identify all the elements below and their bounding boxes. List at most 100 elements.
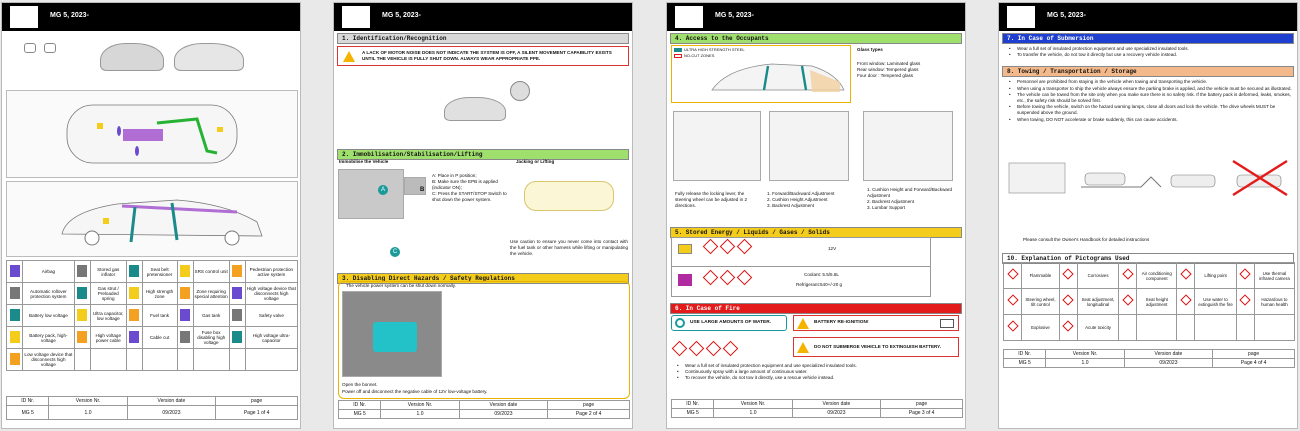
- legend-swatch-icon: [9, 309, 20, 321]
- seat2-item-3-text: Lumbar Support: [872, 205, 906, 210]
- legend-label: High voltage device that disconnects hig…: [244, 282, 299, 305]
- pictogram-icon: [1235, 314, 1255, 341]
- footer-page: Page 2 of 4: [547, 409, 630, 419]
- hazard-pictograms-row2: [702, 269, 753, 290]
- legend-swatch-icon: [9, 331, 20, 343]
- footer-page: Page 1 of 4: [215, 405, 298, 420]
- refrigerant-value: Refrigerant:540+/-20 g: [796, 282, 843, 287]
- legend-label: Fuse box disabling high voltage: [192, 326, 230, 349]
- disconnect-battery: Power off and disconnect the negative ca…: [342, 389, 488, 394]
- footer-h-page: page: [880, 399, 963, 409]
- legend-symbol-icon: [6, 260, 23, 283]
- legend-label: High voltage ultra-capacitor: [244, 326, 299, 349]
- nocut-label: NO-CUT ZONES: [684, 53, 715, 58]
- page-header: MG 5, 2023-: [667, 3, 965, 31]
- legend-symbol-icon: [73, 282, 91, 305]
- footer-version: 1.0: [713, 408, 793, 418]
- water-spray-icon: [675, 318, 685, 328]
- console-photo: [338, 169, 404, 219]
- water-text: USE LARGE AMOUNTS OF WATER.: [690, 320, 772, 325]
- label-c: C: [390, 247, 400, 257]
- legend-label: Stored gas inflator: [89, 260, 127, 283]
- pictogram-icon: [1176, 288, 1196, 315]
- towing-diagrams: [1008, 159, 1288, 197]
- battery-lv-icon: [678, 244, 692, 254]
- section-6-title: 6. In Case of Fire: [670, 303, 962, 314]
- jacking-diagram: [524, 181, 614, 211]
- glass-list: Front window: Laminated glass Rear windo…: [857, 61, 920, 79]
- legend-symbol-icon: [228, 348, 246, 371]
- legend-label: Zone requiring special attention: [192, 282, 230, 305]
- footer-id: MG 5: [5, 405, 50, 420]
- pictogram-icon: [1118, 314, 1138, 341]
- immobilise-heading: Immobilise the Vehicle: [339, 159, 389, 164]
- warning-text: A LACK OF MOTOR NOISE DOES NOT INDICATE …: [362, 50, 612, 61]
- toxicity-icon: [736, 269, 753, 286]
- nocut-swatch: [674, 54, 682, 58]
- pictogram-label: [1194, 314, 1237, 341]
- logo: [342, 6, 370, 28]
- pictogram-icon: [1118, 262, 1138, 289]
- legend-swatch-icon: [129, 287, 140, 299]
- pictogram-label: Acute toxicity: [1076, 314, 1120, 341]
- side-view-diagram: [6, 181, 298, 257]
- pictogram-label: Corrosives: [1076, 262, 1120, 289]
- pictogram-icon: [1058, 314, 1078, 341]
- legend-symbol-icon: [73, 304, 91, 327]
- seat-adjust-diagram-2: [863, 111, 953, 181]
- legend-label: SRS control unit: [192, 260, 230, 283]
- warning-triangle-icon: [797, 342, 809, 353]
- legend-label: Pedestrian protection active system: [244, 260, 299, 283]
- legend-symbol-icon: [6, 326, 23, 349]
- legend-label: High voltage power cable: [89, 326, 127, 349]
- legend-symbol-icon: [6, 304, 23, 327]
- legend-swatch-icon: [232, 309, 243, 321]
- legend-symbol-icon: [228, 260, 246, 283]
- footer-date: 09/2023: [126, 405, 217, 420]
- footer-id: MG 5: [670, 408, 715, 418]
- legend-swatch-icon: [9, 287, 20, 299]
- immobilise-steps: A: Place in P position; B: Make sure the…: [432, 173, 512, 203]
- footer-h-date: Version date: [1123, 349, 1214, 359]
- legend-symbol-icon: [125, 260, 143, 283]
- seat1-item-1-text: Forward/Backward Adjustment: [772, 191, 835, 196]
- footer-h-version: Version Nr.: [380, 400, 460, 410]
- section-1-title: 1. Identification/Recognition: [337, 33, 629, 44]
- pictogram-label: Explosive: [1021, 314, 1060, 341]
- footer-h-version: Version Nr.: [48, 396, 128, 406]
- seat1-item-1: 1. Forward/Backward Adjustment: [767, 191, 835, 196]
- logo: [10, 6, 38, 28]
- pictogram-icon: [1058, 288, 1078, 315]
- legend-label: Cable cut: [141, 326, 178, 349]
- section-4-title: 4. Access to the Occupants: [670, 33, 962, 44]
- legend-label: Ultra capacitor, low voltage: [89, 304, 127, 327]
- footer-h-page: page: [547, 400, 630, 410]
- legend-label: Airbag: [22, 260, 75, 283]
- hazard-diamond-icon: [1180, 267, 1192, 280]
- legend-swatch-icon: [9, 265, 20, 277]
- legend-symbol-icon: [125, 348, 143, 371]
- consult-handbook: Please consult the Owner's Handbook for …: [1023, 237, 1150, 242]
- pictogram-label: Use water to extinguish the fire: [1194, 288, 1237, 315]
- pictogram-icon: [1058, 262, 1078, 289]
- hazard-diamond-icon: [1006, 293, 1019, 306]
- hazard-diamond-icon: [1062, 319, 1075, 332]
- seat1-item-2: 2. Cushion Height Adjustment: [767, 197, 828, 202]
- pictogram-label: Lifting point: [1194, 262, 1237, 289]
- battery-highlight: [373, 322, 417, 352]
- flammable-icon: [702, 269, 719, 286]
- flammable-icon: [702, 238, 719, 255]
- seat1-item-2-text: Cushion Height Adjustment: [772, 197, 828, 202]
- seat-adjust-diagram-1: [769, 111, 849, 181]
- footer-h-date: Version date: [458, 400, 549, 410]
- legend-label: Automatic rollover protection system: [22, 282, 75, 305]
- access-diagram-box: ULTRA HIGH STRENGTH STEEL NO-CUT ZONES: [671, 45, 851, 103]
- warning-triangle-icon: [797, 318, 809, 329]
- pictogram-label: [1136, 314, 1178, 341]
- legend-symbol-icon: [73, 260, 91, 283]
- pictogram-icon: [1176, 262, 1196, 289]
- sub-bullet-2: To transfer the vehicle, do not tow it d…: [999, 52, 1297, 58]
- legend-label: Battery pack, high-voltage: [22, 326, 75, 349]
- legend-swatch-icon: [9, 353, 20, 365]
